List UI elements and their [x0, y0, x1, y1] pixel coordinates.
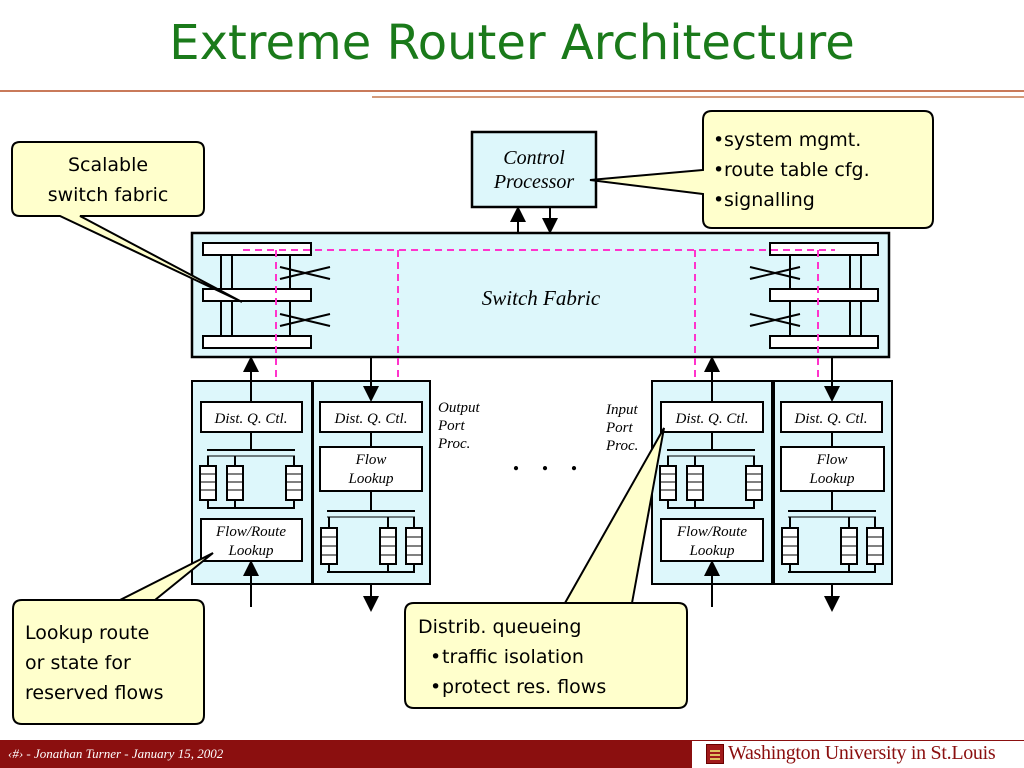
ellipsis: . . .	[513, 447, 586, 476]
diagram-label: Lookup route	[25, 622, 149, 644]
port-processor-2: Dist. Q. Ctl. Flow Lookup	[312, 358, 431, 612]
diagram-label: protect res. flows	[442, 676, 606, 698]
diagram-label: •	[713, 129, 724, 151]
input-port-label-3: Proc.	[605, 438, 638, 454]
diagram-label: route table cfg.	[724, 159, 870, 181]
diagram-label: Scalable	[68, 154, 148, 176]
callout-lookup-route: Lookup route or state for reserved flows	[12, 552, 214, 725]
diagram-label: Flow	[355, 452, 387, 468]
diagram-label: or state for	[25, 652, 131, 674]
diagram-label: Flow/Route	[676, 524, 747, 540]
input-port-label-1: Input	[605, 402, 638, 418]
port-processor-4: Dist. Q. Ctl. Flow Lookup	[773, 358, 893, 612]
callout-scalable-fabric: Scalable switch fabric	[11, 141, 243, 303]
output-port-label-3: Proc.	[437, 436, 470, 452]
diagram-label: •	[430, 646, 441, 668]
footer-text: ‹#› - Jonathan Turner - January 15, 2002	[8, 746, 224, 761]
diagram-label: •	[713, 189, 724, 211]
slide-title: Extreme Router Architecture	[169, 15, 855, 71]
callout-control-functions: • system mgmt. • route table cfg. • sign…	[589, 110, 934, 229]
router-diagram: Switch Fabric Control Processor Dist. Q.…	[11, 110, 934, 725]
diagram-label: Flow	[816, 452, 848, 468]
control-processor-label-2: Processor	[493, 171, 575, 193]
port-processor-1: Dist. Q. Ctl. Flow/Route Lookup	[191, 356, 313, 607]
diagram-label: Lookup	[348, 471, 395, 487]
diagram-label: Distrib. queueing	[418, 616, 581, 638]
diagram-label: traffic isolation	[442, 646, 584, 668]
left-crossbar	[202, 242, 331, 349]
diagram-label: •	[713, 159, 724, 181]
diagram-label: Dist. Q. Ctl.	[794, 411, 868, 427]
university-shield-icon	[706, 744, 724, 764]
diagram-label: Lookup	[228, 543, 275, 559]
diagram-label: switch fabric	[48, 184, 169, 206]
diagram-label: Dist. Q. Ctl.	[214, 411, 288, 427]
port-processor-3: Dist. Q. Ctl. Flow/Route Lookup	[651, 356, 773, 607]
diagram-label: signalling	[724, 189, 815, 211]
switch-fabric-label: Switch Fabric	[482, 286, 601, 310]
callout-distrib-queueing: Distrib. queueing • traffic isolation • …	[404, 427, 688, 709]
control-processor-label-1: Control	[503, 147, 565, 169]
output-port-label-2: Port	[437, 418, 466, 434]
output-port-label-1: Output	[438, 400, 481, 416]
control-processor-box	[470, 130, 598, 209]
diagram-label: Dist. Q. Ctl.	[675, 411, 749, 427]
diagram-label: Flow/Route	[215, 524, 286, 540]
diagram-label: Lookup	[689, 543, 736, 559]
university-logo-text: Washington University in St.Louis	[728, 742, 996, 764]
input-port-label-2: Port	[605, 420, 634, 436]
diagram-label: •	[430, 676, 441, 698]
title-rule-bottom	[372, 96, 1024, 98]
diagram-label: system mgmt.	[724, 129, 861, 151]
diagram-label: reserved flows	[25, 682, 164, 704]
title-rule-top	[0, 90, 1024, 92]
diagram-label: Lookup	[809, 471, 856, 487]
control-dashed-lines	[243, 249, 835, 383]
footer-logo-box	[692, 741, 1024, 768]
diagram-label: Dist. Q. Ctl.	[334, 411, 408, 427]
